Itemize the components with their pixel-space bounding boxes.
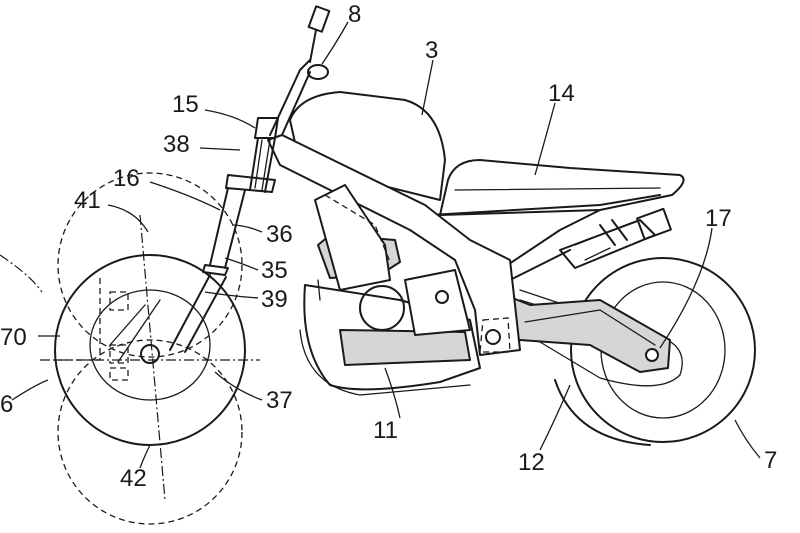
label-14: 14 — [548, 80, 575, 107]
front-wheel — [54, 254, 246, 446]
label-37: 37 — [266, 387, 293, 414]
label-70: 70 — [0, 324, 27, 351]
label-12: 12 — [518, 449, 545, 476]
leader-lines — [11, 21, 761, 469]
reference-numerals: 8 3 14 15 38 16 41 36 17 35 39 70 6 37 1… — [0, 1, 777, 492]
label-15: 15 — [172, 91, 199, 118]
rear-shock — [559, 207, 672, 269]
rear-frame — [429, 194, 661, 281]
label-41: 41 — [74, 187, 101, 214]
label-7: 7 — [764, 447, 777, 474]
label-16: 16 — [113, 165, 140, 192]
rear-wheel — [554, 257, 756, 446]
label-36: 36 — [266, 221, 293, 248]
label-39: 39 — [261, 286, 288, 313]
front-fork — [169, 187, 246, 353]
steering-column — [225, 5, 331, 193]
label-42: 42 — [120, 465, 147, 492]
label-3: 3 — [425, 37, 438, 64]
fuel-tank — [289, 91, 446, 201]
label-6: 6 — [0, 391, 13, 418]
label-38: 38 — [163, 131, 190, 158]
label-17: 17 — [705, 205, 732, 232]
label-11: 11 — [373, 417, 398, 444]
front-wheel-alternate-positions — [0, 172, 260, 525]
swingarm — [479, 284, 671, 373]
main-frame — [267, 134, 521, 356]
label-35: 35 — [261, 257, 288, 284]
label-8: 8 — [348, 1, 361, 28]
